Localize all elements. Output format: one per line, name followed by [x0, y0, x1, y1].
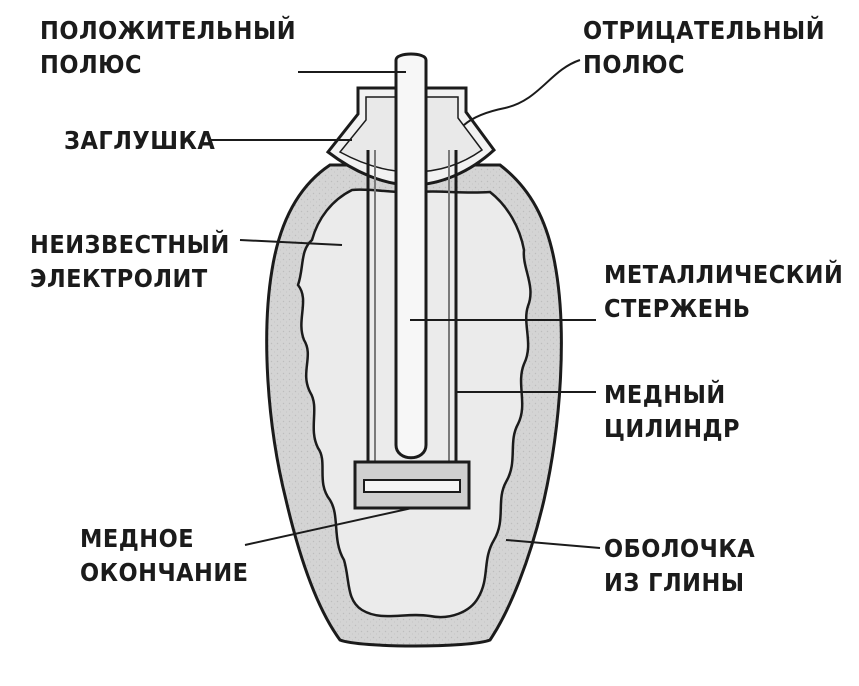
- label-copper-end-line1: МЕДНОЕ: [80, 524, 195, 553]
- leader-negative-pole: [463, 59, 581, 126]
- label-electrolyte: НЕИЗВЕСТНЫЙ ЭЛЕКТРОЛИТ: [30, 228, 230, 296]
- label-electrolyte-line1: НЕИЗВЕСТНЫЙ: [30, 230, 230, 259]
- label-positive-pole-line1: ПОЛОЖИТЕЛЬНЫЙ: [40, 16, 297, 45]
- label-metal-rod-line2: СТЕРЖЕНЬ: [604, 294, 751, 323]
- label-electrolyte-line2: ЭЛЕКТРОЛИТ: [30, 264, 208, 293]
- copper-end-plate: [363, 479, 461, 493]
- label-negative-pole: ОТРИЦАТЕЛЬНЫЙ ПОЛЮС: [583, 14, 825, 82]
- label-stopper: ЗАГЛУШКА: [64, 124, 215, 158]
- label-clay-shell-line1: ОБОЛОЧКА: [604, 534, 756, 563]
- leader-lines: [210, 59, 601, 549]
- label-negative-pole-line2: ПОЛЮС: [583, 50, 686, 79]
- label-positive-pole: ПОЛОЖИТЕЛЬНЫЙ ПОЛЮС: [40, 14, 296, 82]
- label-stopper-line1: ЗАГЛУШКА: [64, 126, 216, 155]
- label-copper-cylinder-line2: ЦИЛИНДР: [604, 414, 741, 443]
- label-clay-shell-line2: ИЗ ГЛИНЫ: [604, 568, 745, 597]
- label-negative-pole-line1: ОТРИЦАТЕЛЬНЫЙ: [583, 16, 826, 45]
- label-copper-end-line2: ОКОНЧАНИЕ: [80, 558, 249, 587]
- leader-electrolyte: [239, 239, 343, 246]
- label-copper-cylinder: МЕДНЫЙ ЦИЛИНДР: [604, 378, 740, 446]
- label-positive-pole-line2: ПОЛЮС: [40, 50, 143, 79]
- leader-copper-end: [244, 507, 413, 546]
- label-copper-cylinder-line1: МЕДНЫЙ: [604, 380, 726, 409]
- label-metal-rod: МЕТАЛЛИЧЕСКИЙ СТЕРЖЕНЬ: [604, 258, 843, 326]
- label-clay-shell: ОБОЛОЧКА ИЗ ГЛИНЫ: [604, 532, 755, 600]
- metal-rod: [394, 52, 428, 460]
- label-copper-end: МЕДНОЕ ОКОНЧАНИЕ: [80, 522, 249, 590]
- leader-clay-shell: [505, 539, 601, 549]
- label-metal-rod-line1: МЕТАЛЛИЧЕСКИЙ: [604, 260, 844, 289]
